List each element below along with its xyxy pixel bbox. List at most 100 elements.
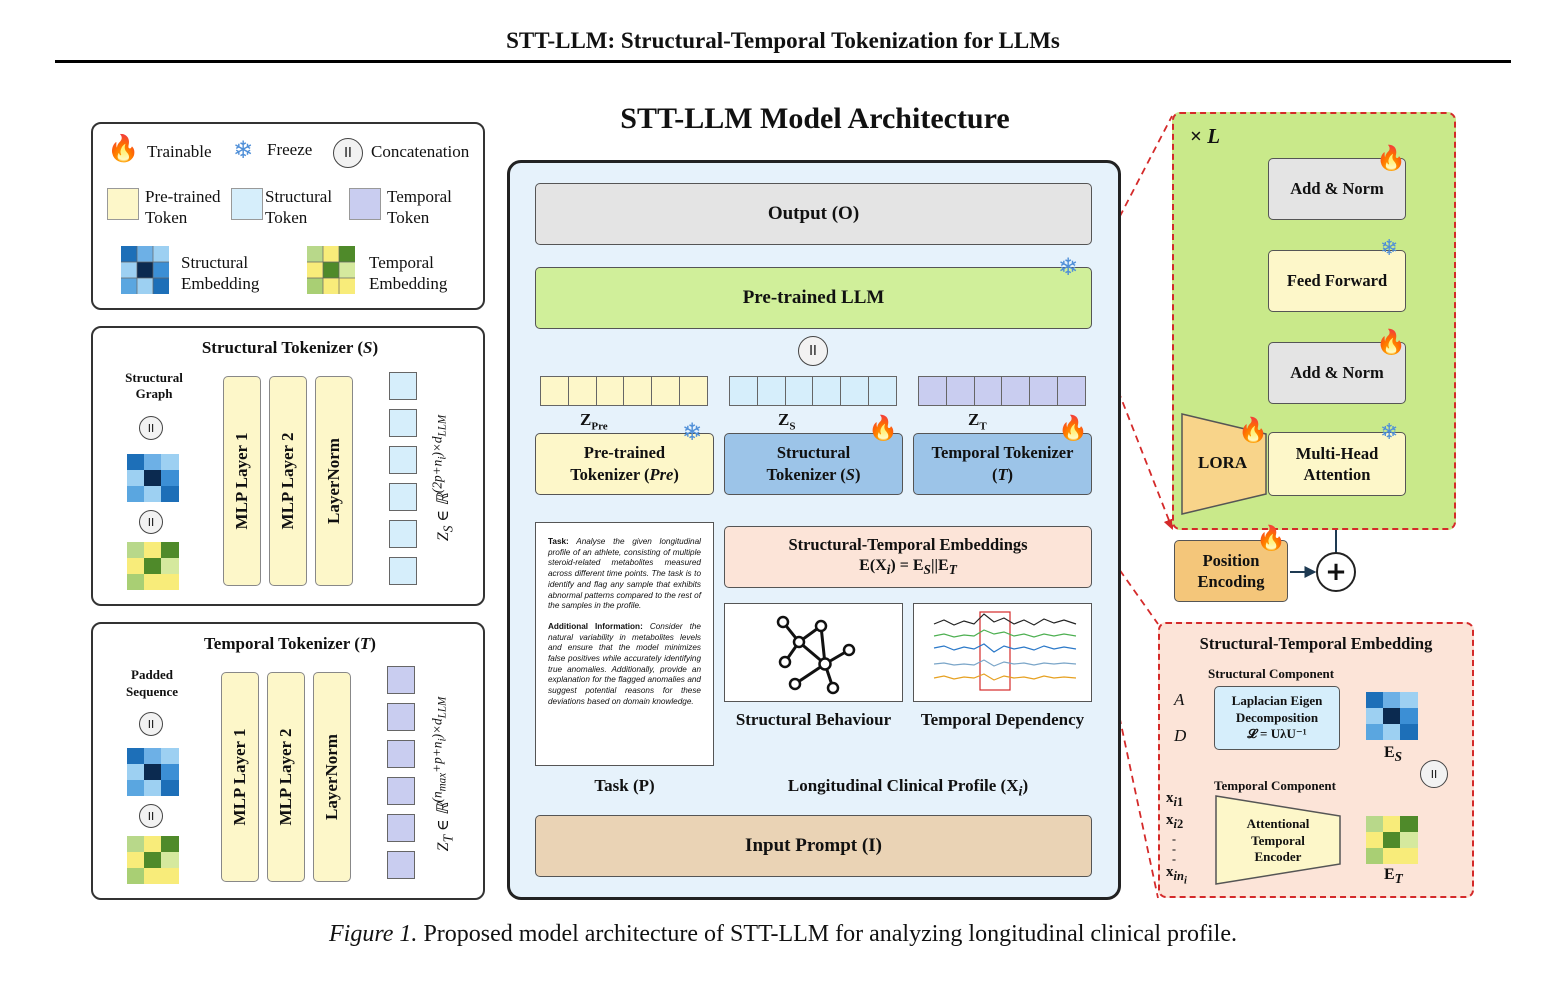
flame-icon: 🔥	[107, 134, 140, 164]
flame-icon: 🔥	[1256, 524, 1286, 552]
paper-header: STT-LLM: Structural-Temporal Tokenizatio…	[506, 28, 1060, 53]
temporal-embedding-swatch	[307, 246, 355, 294]
input-prompt-box: Input Prompt (I)	[535, 815, 1092, 877]
task-paragraph: Task: Analyse the given longitudinal pro…	[548, 537, 701, 611]
z-s-label: ZS	[778, 410, 796, 433]
st-embedding-title: Structural-Temporal Embedding	[1199, 634, 1433, 653]
concat-icon: II	[139, 510, 163, 534]
pretrained-token-swatch	[107, 188, 139, 220]
profile-label: Longitudinal Clinical Profile (Xi)	[787, 776, 1029, 800]
snowflake-icon: ❄	[1380, 420, 1399, 445]
s-mlp-layer-1: MLP Layer 1	[223, 376, 261, 586]
es-label: ES	[1384, 744, 1403, 765]
pretrained-token-strip	[540, 376, 708, 406]
time-series-icon	[933, 611, 1077, 691]
feed-forward-box: Feed Forward	[1268, 250, 1406, 312]
flame-icon: 🔥	[1238, 416, 1268, 444]
snowflake-icon: ❄	[1058, 253, 1079, 281]
z-t-label: ZT	[968, 410, 987, 433]
snowflake-icon: ❄	[682, 418, 703, 446]
z-pre-label: ZPre	[580, 410, 608, 433]
structural-token-swatch	[231, 188, 263, 220]
legend-freeze: Freeze	[267, 140, 313, 159]
add-norm-bottom-box: Add & Norm	[1268, 342, 1406, 404]
temporal-tokenizer-title: Temporal Tokenizer (T)	[204, 634, 376, 653]
flame-icon: 🔥	[1376, 144, 1406, 172]
flame-icon: 🔥	[868, 414, 898, 442]
et-label: ET	[1384, 866, 1403, 887]
legend-concatenation: Concatenation	[371, 142, 470, 161]
structural-embedding-swatch	[121, 246, 169, 294]
structural-graph-image	[724, 603, 903, 702]
flame-icon: 🔥	[1376, 328, 1406, 356]
task-text-box: Task: Analyse the given longitudinal pro…	[535, 522, 714, 766]
concat-icon: II	[333, 138, 363, 168]
header-rule	[55, 60, 1511, 63]
structural-embedding-grid	[127, 454, 179, 502]
s-mlp-layer-2: MLP Layer 2	[269, 376, 307, 586]
structural-behaviour-label: Structural Behaviour	[735, 710, 892, 729]
flame-icon: 🔥	[1058, 414, 1088, 442]
concat-icon: II	[139, 804, 163, 828]
task-label: Task (P)	[594, 776, 655, 795]
t-mlp-layer-2: MLP Layer 2	[267, 672, 305, 882]
figure-caption: Figure 1. Proposed model architecture of…	[329, 921, 1237, 947]
temporal-dependency-label: Temporal Dependency	[920, 710, 1085, 729]
t-token-stack	[387, 666, 415, 888]
st-embeddings-box: Structural-Temporal Embeddings E(Xi) = E…	[724, 526, 1092, 588]
concat-icon: II	[798, 336, 828, 366]
snowflake-icon: ❄	[233, 136, 254, 164]
temporal-tokenizer-box: Temporal Tokenizer(T)	[913, 433, 1092, 495]
temporal-token-swatch	[349, 188, 381, 220]
temporal-token-strip	[918, 376, 1086, 406]
legend-trainable: Trainable	[147, 142, 212, 161]
a-label: A	[1174, 690, 1185, 709]
repeat-l-label: × L	[1190, 124, 1221, 148]
t-layernorm: LayerNorm	[313, 672, 351, 882]
encoder-shape	[1215, 795, 1341, 885]
t-mlp-layer-1: MLP Layer 1	[221, 672, 259, 882]
x-i2-label: xi2	[1166, 812, 1184, 831]
s-layernorm: LayerNorm	[315, 376, 353, 586]
structural-embedding-grid	[127, 748, 179, 796]
concat-icon: II	[139, 712, 163, 736]
concat-icon: II	[1420, 760, 1448, 788]
diagram-title: STT-LLM Model Architecture	[620, 102, 1010, 135]
graph-network-icon	[776, 615, 856, 695]
structural-token-strip	[729, 376, 897, 406]
lora-shape	[1181, 413, 1267, 515]
s-token-stack	[389, 372, 417, 594]
x-i1-label: xi1	[1166, 790, 1184, 809]
legend-panel: 🔥 Trainable ❄ Freeze II Concatenation Pr…	[91, 122, 485, 310]
additional-info-paragraph: Additional Information: Consider the nat…	[548, 621, 701, 706]
x-ini-label: xini	[1166, 864, 1187, 887]
et-grid	[1366, 816, 1418, 864]
structural-tokenizer-title: Structural Tokenizer (S)	[201, 338, 379, 357]
x-ellipsis: ---	[1172, 832, 1176, 866]
structural-component-label: Structural Component	[1208, 666, 1335, 681]
temporal-series-image	[913, 603, 1092, 702]
temporal-component-label: Temporal Component	[1214, 778, 1336, 793]
output-box: Output (O)	[535, 183, 1092, 245]
snowflake-icon: ❄	[1380, 236, 1399, 261]
d-label: D	[1174, 726, 1187, 745]
add-norm-top-box: Add & Norm	[1268, 158, 1406, 220]
es-grid	[1366, 692, 1418, 740]
temporal-embedding-grid	[127, 836, 179, 884]
plus-node: +	[1316, 552, 1356, 592]
pretrained-llm-box: Pre-trained LLM	[535, 267, 1092, 329]
